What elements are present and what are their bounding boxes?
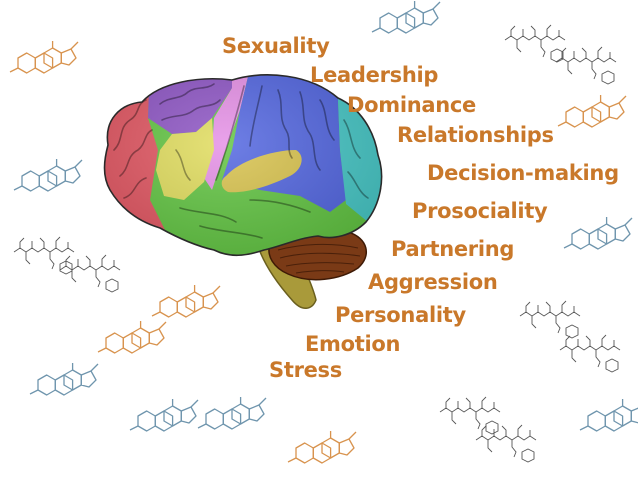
label-aggression: Aggression <box>368 270 498 294</box>
label-dominance: Dominance <box>347 93 477 117</box>
brain <box>103 74 383 309</box>
label-stress: Stress <box>269 358 342 382</box>
label-emotion: Emotion <box>305 332 401 356</box>
label-decision-making: Decision-making <box>427 161 619 185</box>
label-sexuality: Sexuality <box>222 34 330 58</box>
label-partnering: Partnering <box>391 237 515 261</box>
label-prosociality: Prosociality <box>412 199 548 223</box>
label-personality: Personality <box>335 303 466 327</box>
label-relationships: Relationships <box>397 123 554 147</box>
label-leadership: Leadership <box>310 63 439 87</box>
